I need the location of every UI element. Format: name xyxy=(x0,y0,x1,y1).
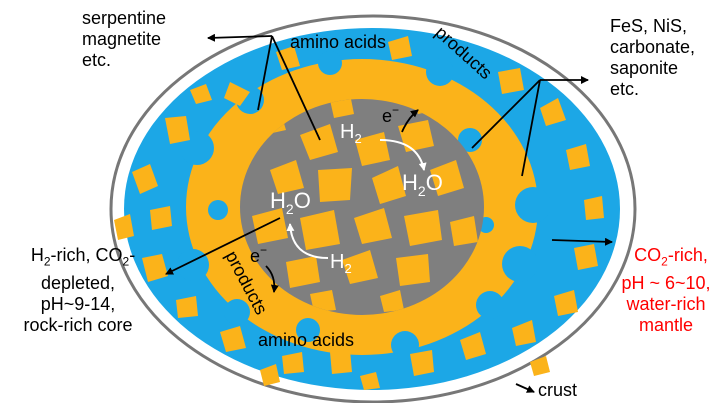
h2o-label-right: H2O xyxy=(402,170,443,199)
reaction-arrow-h2-to-h2o-bottom xyxy=(286,223,329,259)
electron-label-top: e− xyxy=(382,103,399,126)
minerals-label: FeS, NiS, carbonate, saponite etc. xyxy=(610,16,696,99)
mantle-rock-fragments xyxy=(114,36,604,390)
pointer-arrows xyxy=(165,33,613,393)
h2-label-bottom: H2 xyxy=(330,251,352,276)
electron-label-bottom: e− xyxy=(250,243,267,266)
amino-acids-top-label: amino acids xyxy=(290,32,387,52)
mantle-description-label: CO2-rich,pH ~ 6~10, water-rich mantle xyxy=(621,245,711,335)
core-description-label: H2-rich, CO2-depleted, pH~9-14, rock-ric… xyxy=(23,245,136,335)
serpentine-label: serpentine magnetite etc. xyxy=(82,8,167,70)
amino-acids-bottom-label: amino acids xyxy=(258,330,355,350)
h2-label-top: H2 xyxy=(340,121,362,146)
reaction-arrow-h2-to-h2o-top xyxy=(379,139,427,171)
h2o-label-left: H2O xyxy=(270,188,311,217)
crust-label: crust xyxy=(538,380,578,400)
